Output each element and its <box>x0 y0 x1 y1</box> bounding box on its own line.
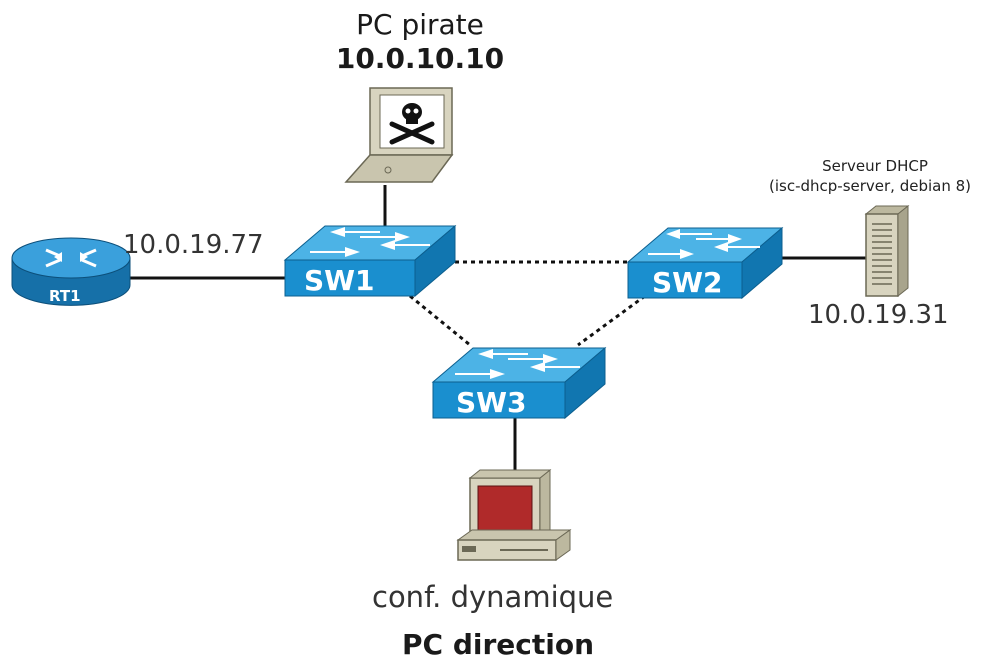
link-sw1-sw3 <box>409 294 471 347</box>
sw2-label: SW2 <box>652 266 723 299</box>
switch-icon: SW3 <box>431 346 607 420</box>
pc-pirate-ip: 10.0.10.10 <box>335 42 505 75</box>
router-icon: RT1 <box>11 237 131 306</box>
pc-pirate-name: PC pirate <box>356 8 484 41</box>
switch-icon: SW1 <box>283 224 457 298</box>
link-sw2-sw3 <box>577 294 646 347</box>
dhcp-server-detail: (isc-dhcp-server, debian 8) <box>768 177 972 195</box>
sw3-label: SW3 <box>456 386 527 419</box>
dhcp-server-title: Serveur DHCP <box>822 157 928 175</box>
sw1-label: SW1 <box>304 264 375 297</box>
switch-icon: SW2 <box>626 226 784 300</box>
laptop-icon <box>344 87 454 183</box>
pc-direction-config: conf. dynamique <box>372 580 614 614</box>
links <box>130 185 866 470</box>
pc-direction-name: PC direction <box>402 628 595 661</box>
skull-icon <box>389 103 435 145</box>
server-icon <box>864 204 910 298</box>
router-ip: 10.0.19.77 <box>123 230 264 260</box>
dhcp-server-ip: 10.0.19.31 <box>808 300 949 330</box>
workstation-icon <box>456 468 572 561</box>
router-label: RT1 <box>49 287 81 305</box>
